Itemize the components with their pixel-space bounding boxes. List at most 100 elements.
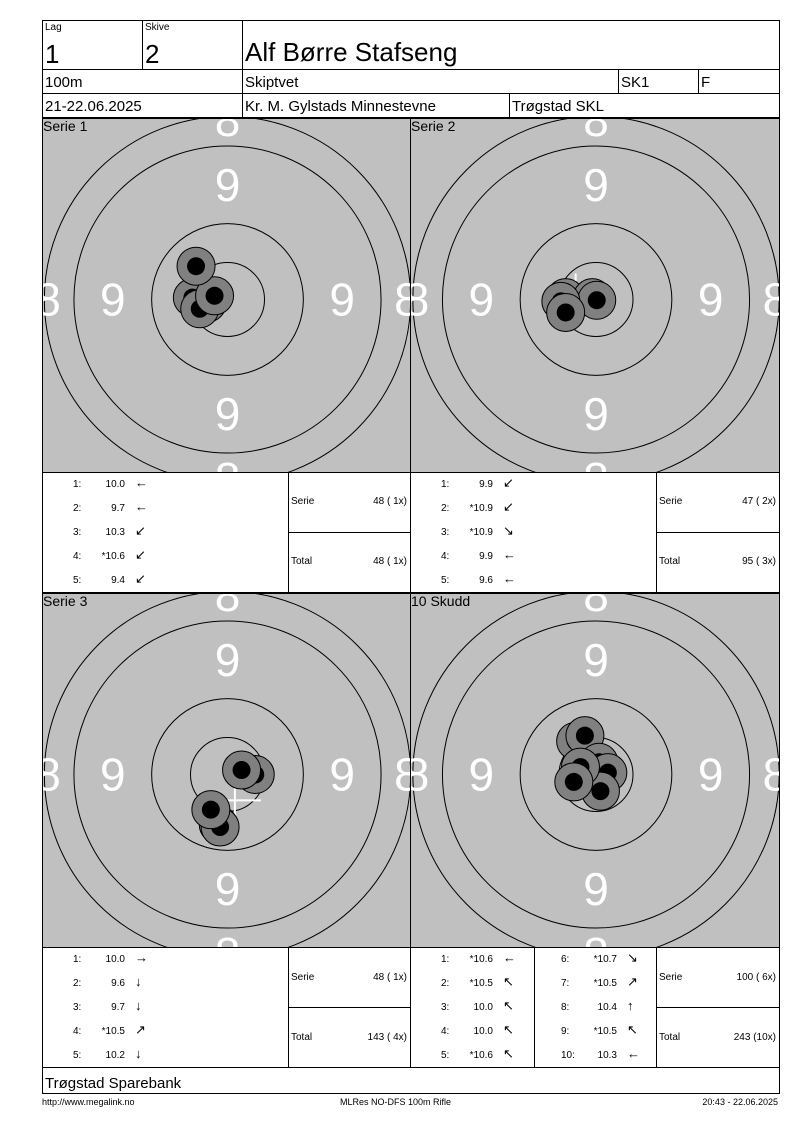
target-serie-2: 99998888 Serie 2	[410, 118, 780, 473]
shot-direction-icon: ↖	[503, 998, 514, 1013]
shot-score: 10.0	[105, 954, 125, 965]
shot-direction-icon: ↙	[135, 523, 146, 538]
shot-number: 5:	[73, 1050, 82, 1061]
shot-core	[591, 782, 610, 801]
ring-number: 9	[100, 274, 126, 326]
total-sum-box: Total 95 ( 3x)	[656, 532, 780, 593]
shot-core	[587, 291, 606, 310]
total-value: 48 ( 1x)	[373, 556, 407, 567]
shot-score: *10.6	[101, 551, 125, 562]
organizer-cell: Trøgstad SKL	[509, 93, 780, 118]
event-name: Kr. M. Gylstads Minnestevne	[245, 98, 436, 115]
ring-number: 9	[583, 388, 609, 440]
shot-number: 7:	[561, 978, 570, 989]
shot-number: 3:	[441, 527, 450, 538]
total-label: Total	[659, 556, 681, 567]
ring	[412, 119, 779, 472]
ring	[73, 620, 382, 929]
ring-number: 9	[583, 159, 609, 211]
shot-hole	[546, 292, 586, 332]
footer-url[interactable]: http://www.megalink.no	[42, 1097, 135, 1107]
lag-label: Lag	[45, 22, 62, 33]
event-cell: Kr. M. Gylstads Minnestevne	[242, 93, 510, 118]
ring-number: 9	[469, 749, 495, 801]
target-10-skudd: 99998888 10 Skudd	[410, 593, 780, 948]
shot-number: 3:	[73, 527, 82, 538]
ring-number-outer: 8	[583, 453, 609, 473]
total-sum-box: Total 143 ( 4x)	[288, 1007, 411, 1068]
shot-score: *10.6	[469, 954, 493, 965]
shot-direction-icon: ↑	[627, 998, 634, 1013]
shot-number: 5:	[441, 1050, 450, 1061]
shot-core	[564, 772, 583, 791]
shot-number: 1:	[73, 954, 82, 965]
shot-list-serie-1: 1:10.0←2:9.7←3:10.3↙4:*10.6↙5:9.4↙	[42, 472, 289, 593]
total-value: 243 (10x)	[733, 1032, 776, 1043]
shot-score: 9.4	[111, 575, 125, 586]
ring-number-outer: 8	[43, 749, 61, 801]
ring-number: 9	[698, 274, 724, 326]
shot-score: 9.6	[479, 575, 493, 586]
serie-sum-box: Serie 100 ( 6x)	[656, 947, 780, 1008]
ring-number: 9	[100, 749, 126, 801]
ring	[151, 698, 304, 851]
sponsor: Trøgstad Sparebank	[45, 1075, 182, 1092]
target-svg: 99998888	[411, 594, 779, 947]
total-label: Total	[291, 1032, 313, 1043]
ring-number-outer: 8	[583, 594, 609, 621]
shot-list-serie-2: 1:9.9↙2:*10.9↙3:*10.9↘4:9.9←5:9.6←	[410, 472, 657, 593]
class-cell: SK1	[618, 69, 699, 94]
shot-score: 10.0	[473, 1002, 493, 1013]
ring-number-outer: 8	[411, 274, 429, 326]
shot-direction-icon: ↙	[135, 571, 146, 586]
shot-number: 1:	[441, 954, 450, 965]
shot-score: *10.9	[469, 503, 493, 514]
shot-score: 10.4	[597, 1002, 617, 1013]
serie-label: Serie	[659, 496, 683, 507]
serie-value: 48 ( 1x)	[373, 496, 407, 507]
shot-score: 10.3	[105, 527, 125, 538]
date: 21-22.06.2025	[45, 98, 142, 115]
shot-list-serie-3: 1:10.0→2:9.6↓3:9.7↓4:*10.5↗5:10.2↓	[42, 947, 289, 1068]
shot-number: 10:	[561, 1050, 575, 1061]
shot-score: *10.5	[101, 1026, 125, 1037]
shot-direction-icon: ↖	[503, 974, 514, 989]
shot-hole	[554, 762, 594, 802]
ring-number: 9	[469, 274, 495, 326]
lag-cell: Lag 1	[42, 20, 143, 70]
ring-number: 9	[215, 863, 241, 915]
distance: 100m	[45, 74, 83, 91]
total-sum-box: Total 243 (10x)	[656, 1007, 780, 1068]
shot-score: 9.9	[479, 551, 493, 562]
shot-direction-icon: ↙	[503, 499, 514, 514]
shot-direction-icon: ←	[503, 571, 516, 586]
shot-core	[201, 800, 220, 819]
ring	[412, 594, 779, 947]
serie-label: Serie	[659, 972, 683, 983]
shot-hole	[222, 750, 262, 790]
shot-direction-icon: ↙	[503, 475, 514, 490]
shot-score: 9.7	[111, 1002, 125, 1013]
ring-number: 9	[698, 749, 724, 801]
footer-software: MLRes NO-DFS 100m Rifle	[340, 1097, 452, 1107]
shot-number: 2:	[73, 503, 82, 514]
shot-score: 9.7	[111, 503, 125, 514]
shot-core	[575, 726, 594, 745]
ring-number-outer: 8	[583, 119, 609, 146]
footer-timestamp: 20:43 - 22.06.2025	[702, 1097, 778, 1107]
shot-direction-icon: ↖	[503, 1046, 514, 1061]
shot-score: *10.7	[593, 954, 617, 965]
serie-value: 48 ( 1x)	[373, 972, 407, 983]
target-svg: 99998888	[43, 594, 410, 947]
ring-number-outer: 8	[215, 594, 241, 621]
shot-score: 9.9	[479, 479, 493, 490]
shot-number: 2:	[441, 978, 450, 989]
total-label: Total	[291, 556, 313, 567]
shot-score: 9.6	[111, 978, 125, 989]
sponsor-cell: Trøgstad Sparebank	[42, 1067, 780, 1094]
group-cell: F	[698, 69, 780, 94]
club: Skiptvet	[245, 74, 299, 91]
total-label: Total	[659, 1032, 681, 1043]
ring	[519, 698, 673, 851]
shot-score: 10.2	[105, 1050, 125, 1061]
